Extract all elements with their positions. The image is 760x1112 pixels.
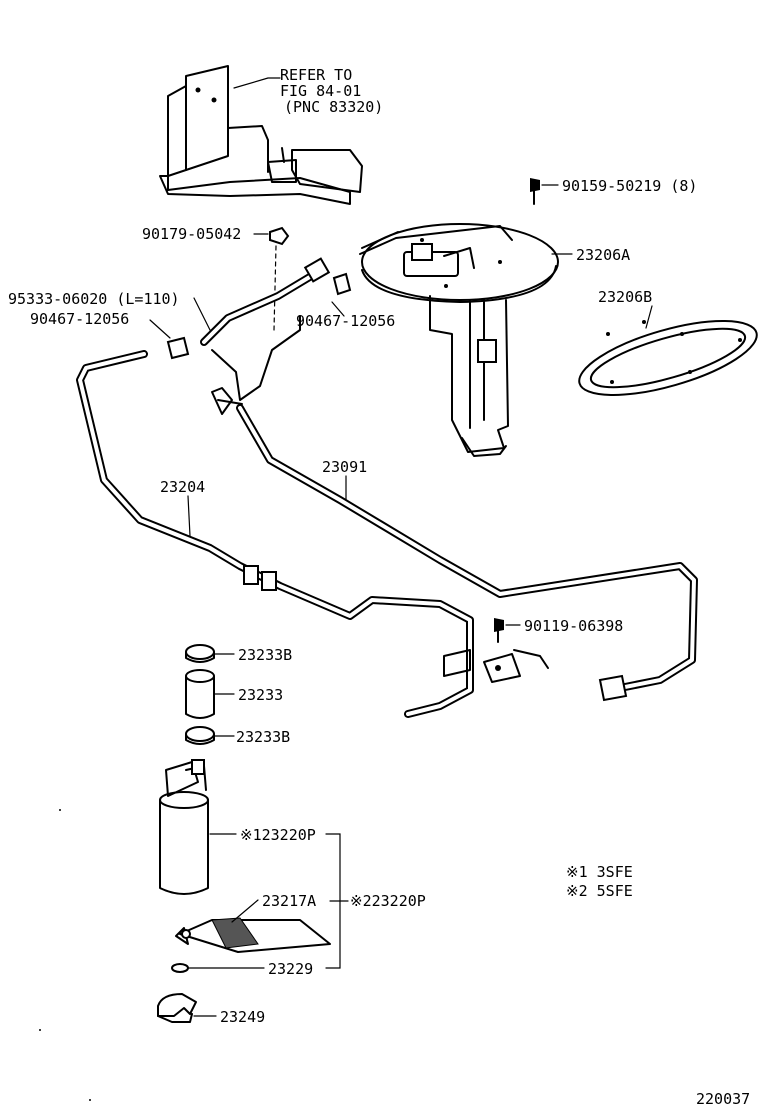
- washer-23229: [171, 963, 265, 973]
- gasket-23206B: [578, 305, 758, 396]
- bolt-90119: [494, 618, 521, 643]
- label-nut-90179: 90179-05042: [142, 225, 241, 243]
- label-tube-23204: 23204: [160, 478, 205, 496]
- clamp-23233B-top: [185, 644, 235, 663]
- refer-to-line1: REFER TO: [280, 66, 352, 84]
- label-clamp-23233B-top: 23233B: [238, 646, 292, 664]
- clip-23249: [157, 993, 217, 1023]
- upper-fuel-hose-assembly: [200, 257, 352, 415]
- refer-to-line2: FIG 84-01: [280, 82, 361, 100]
- label-clip-90467-left: 90467-12056: [30, 310, 129, 328]
- legend-note-2: ※2 5SFE: [566, 882, 633, 900]
- legend-note-1: ※1 3SFE: [566, 863, 633, 881]
- figure-code: 220037: [696, 1090, 750, 1108]
- label-pump-variant-2: ※223220P: [350, 892, 426, 910]
- label-hose-23233: 23233: [238, 686, 283, 704]
- bolt-90159: [530, 178, 559, 205]
- refer-to-line3: (PNC 83320): [284, 98, 383, 116]
- label-washer-23229: 23229: [268, 960, 313, 978]
- fuel-filter-23217A: [175, 899, 331, 953]
- fuel-tube-23091: [236, 404, 698, 702]
- label-filter-23217A: 23217A: [262, 892, 316, 910]
- label-bolt-90119: 90119-06398: [524, 617, 623, 635]
- label-gasket-23206B: 23206B: [598, 288, 652, 306]
- hose-23233: [185, 669, 235, 719]
- label-clip-90467-right: 90467-12056: [296, 312, 395, 330]
- scan-marks: [39, 809, 91, 1101]
- fuel-pump-sender-assy-23206A: [359, 223, 573, 457]
- label-assy-23206A: 23206A: [576, 246, 630, 264]
- label-clip-23249: 23249: [220, 1008, 265, 1026]
- label-hose-95333: 95333-06020 (L=110): [8, 290, 180, 308]
- hose-clip-90467-left: [149, 297, 211, 360]
- label-clamp-23233B-bottom: 23233B: [236, 728, 290, 746]
- label-tube-23091: 23091: [322, 458, 367, 476]
- nut-90179: [253, 226, 290, 331]
- clamp-23233B-bottom: [185, 726, 235, 745]
- fuel-pump-23220: [159, 759, 237, 895]
- variant-bracket: [325, 833, 349, 969]
- label-bolt-90159: 90159-50219 (8): [562, 177, 697, 195]
- label-pump-variant-1: ※123220P: [240, 826, 316, 844]
- fuel-tank-bracket: [159, 65, 363, 205]
- tube-clamp-bracket: [443, 649, 549, 683]
